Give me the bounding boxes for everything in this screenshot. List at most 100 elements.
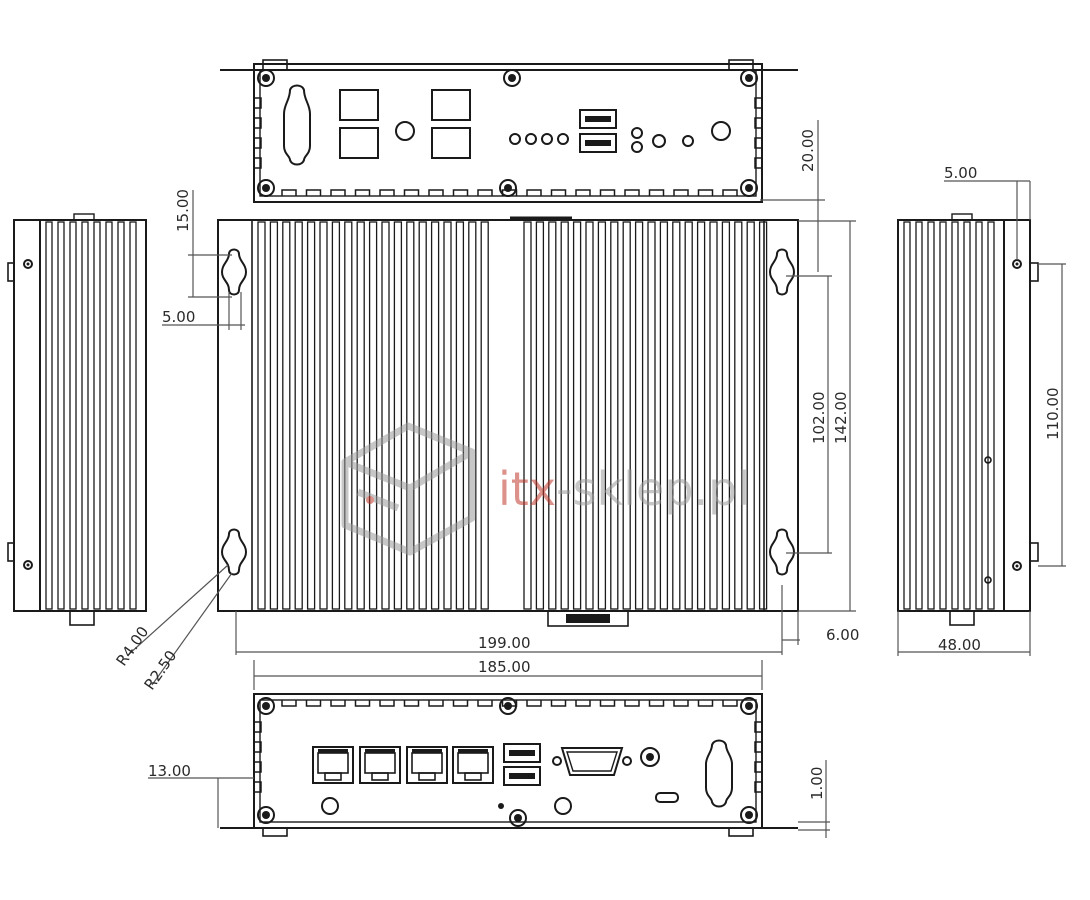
watermark: itx-sklep.pl (341, 422, 750, 556)
panel-notch (526, 189, 542, 196)
left-side-outline (13, 219, 147, 612)
dim-plate-thickness: 1.00 (808, 767, 826, 800)
heatsink-fin (294, 221, 303, 610)
heatsink-fin (758, 221, 768, 610)
heatsink-fin (257, 221, 266, 610)
mount-hole-icon (1012, 561, 1022, 571)
panel-notch (477, 189, 493, 196)
panel-notch (754, 97, 762, 109)
side-fin (915, 221, 923, 610)
keyhole-slot-icon (769, 248, 795, 296)
heatsink-fin (523, 221, 532, 610)
port-cutout (431, 89, 471, 121)
panel-notch (575, 189, 591, 196)
heatsink-fin (535, 221, 545, 610)
side-fin (963, 221, 971, 610)
usb-port-icon (503, 766, 541, 786)
dim-bottom-offset: 13.00 (148, 762, 191, 780)
heatsink-fin (430, 221, 440, 610)
panel-notch (477, 700, 493, 707)
panel-notch (254, 117, 262, 129)
panel-notch (754, 157, 762, 169)
heatsink-fin (282, 221, 291, 610)
side-fin (81, 221, 89, 610)
panel-notch (305, 700, 322, 707)
panel-notch (526, 700, 542, 707)
reset-hole-icon (498, 803, 504, 809)
side-fin (939, 221, 947, 610)
panel-notch (281, 700, 297, 707)
top-panel-fin-row (281, 189, 738, 196)
heatsink-fin (480, 221, 489, 610)
panel-notch (354, 700, 371, 707)
heatsink-fin (455, 221, 465, 610)
round-knockout-icon (395, 121, 415, 141)
panel-notch (754, 741, 762, 753)
heatsink-fin (572, 221, 582, 610)
panel-notch (403, 700, 420, 707)
led-icon (557, 133, 569, 145)
panel-notch (754, 761, 762, 773)
usb-port-icon (579, 133, 617, 153)
side-fin (903, 221, 911, 610)
connector-stub-icon (69, 610, 95, 626)
left-side-fins (45, 221, 137, 610)
heatsink-fin (622, 221, 631, 610)
usb-port-icon (579, 109, 617, 129)
ethernet-port-icon (452, 746, 494, 784)
com-port-stub-icon (547, 610, 629, 627)
panel-notch (254, 741, 262, 753)
mount-hole-icon (23, 259, 33, 269)
panel-notch (254, 157, 262, 169)
heatsink-fin (393, 221, 403, 610)
main-top-view (217, 216, 799, 627)
panel-notch (599, 700, 616, 707)
right-side-fins (903, 221, 995, 610)
dim-hole-spacing: 102.00 (810, 392, 828, 445)
heatsink-fin (418, 221, 427, 610)
side-fin (57, 221, 65, 610)
heatsink-fin (610, 221, 619, 610)
antenna-knockout-icon (283, 84, 311, 166)
panel-notch (403, 189, 420, 196)
ethernet-port-icon (312, 746, 354, 784)
left-side-view (7, 213, 147, 626)
heatsink-fin (468, 221, 477, 610)
dim-slot-height: 15.00 (174, 189, 192, 232)
side-fin (129, 221, 137, 610)
heatsink-fin (746, 221, 755, 610)
panel-notch (254, 781, 262, 793)
panel-notch (330, 189, 346, 196)
heatsink-fin (381, 221, 390, 610)
panel-notch (673, 189, 689, 196)
heatsink-fin (548, 221, 557, 610)
port-cutout (339, 89, 379, 121)
led-icon (541, 133, 553, 145)
heatsink-fin (684, 221, 693, 610)
panel-notch (575, 700, 591, 707)
heatsink-fin (319, 221, 328, 610)
side-fin (927, 221, 935, 610)
panel-notch (281, 189, 297, 196)
side-fin (975, 221, 983, 610)
led-icon (682, 135, 694, 147)
bottom-panel-left-fins (254, 721, 262, 793)
top-panel-view (220, 59, 798, 203)
heatsink-fin (406, 221, 415, 610)
dc-jack-icon (640, 747, 660, 767)
panel-notch (697, 700, 714, 707)
side-fin (105, 221, 113, 610)
keyhole-slot-icon (769, 528, 795, 576)
panel-notch (428, 189, 444, 196)
bottom-panel-view (220, 693, 798, 837)
panel-notch (599, 189, 616, 196)
mount-hole-icon (1012, 259, 1022, 269)
panel-notch (305, 189, 322, 196)
panel-notch (550, 189, 567, 196)
panel-notch (697, 189, 714, 196)
heatsink-fin (560, 221, 569, 610)
heatsink-fin (734, 221, 743, 610)
dim-inner-width: 185.00 (478, 658, 531, 676)
heatsink-fin (597, 221, 607, 610)
heatsink-fin (659, 221, 669, 610)
